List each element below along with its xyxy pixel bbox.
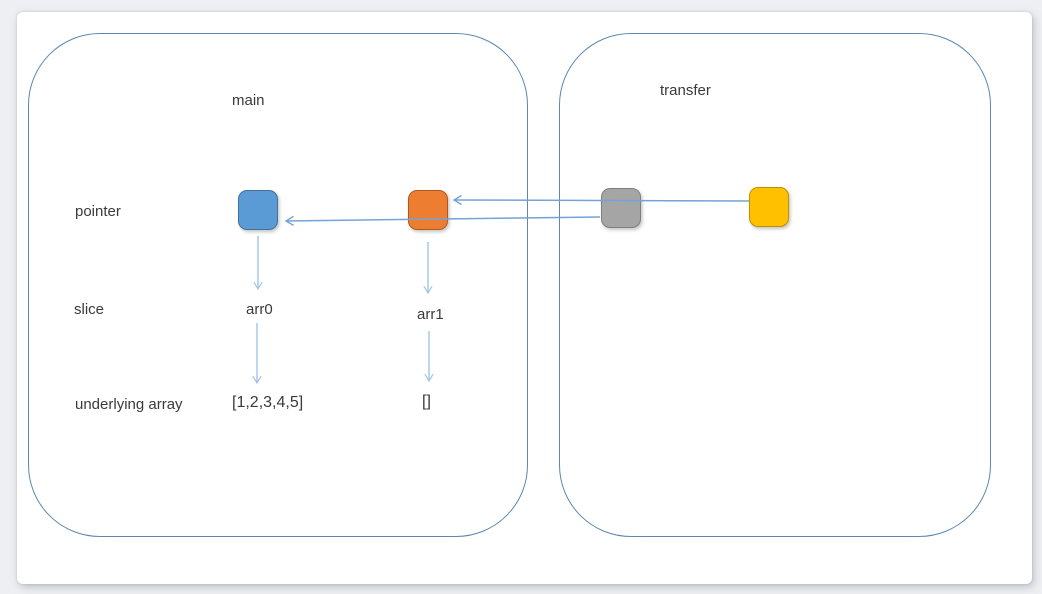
frame-main-title: main [232, 92, 265, 109]
pointer-block-blue [238, 190, 278, 230]
frame-transfer [559, 33, 991, 537]
pointer-block-orange [408, 190, 448, 230]
diagram-canvas: main transfer pointer slice underlying a… [17, 12, 1032, 584]
pointer-block-gray [601, 188, 641, 228]
frame-transfer-title: transfer [660, 82, 711, 99]
pointer-block-yellow [749, 187, 789, 227]
row-label-slice: slice [74, 301, 105, 318]
array-values-arr1: [] [422, 393, 431, 410]
slice-label-arr0: arr0 [246, 301, 273, 318]
row-label-underlying-array: underlying array [75, 396, 183, 413]
slice-label-arr1: arr1 [417, 306, 444, 323]
array-values-arr0: [1,2,3,4,5] [232, 394, 304, 411]
row-label-pointer: pointer [75, 203, 121, 220]
frame-main [28, 33, 528, 537]
